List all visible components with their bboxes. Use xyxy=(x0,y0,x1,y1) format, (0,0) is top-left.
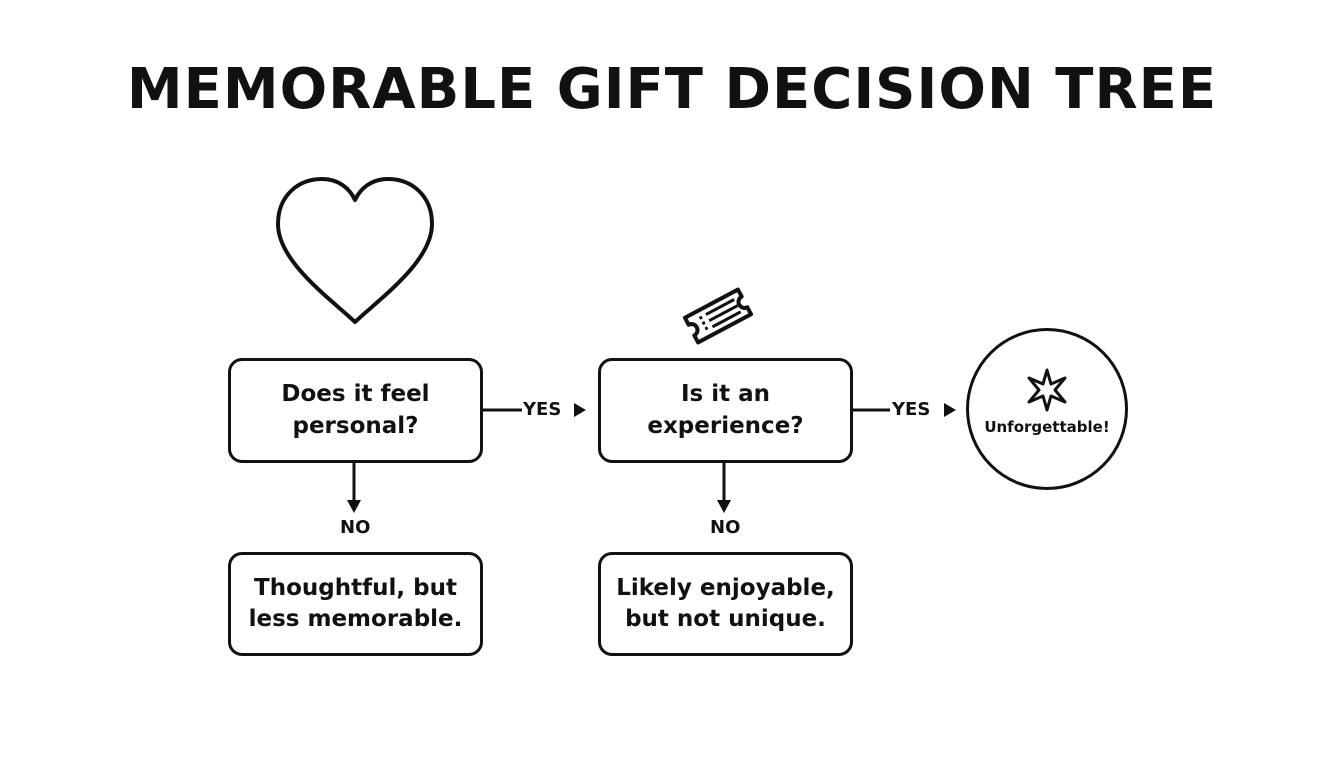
outcome-less-memorable-node: Thoughtful, but less memorable. xyxy=(228,552,483,656)
edge-yes2-arrowhead xyxy=(944,403,956,417)
edge-no1-arrowhead xyxy=(347,500,361,513)
outcome-not-unique-node: Likely enjoyable, but not unique. xyxy=(598,552,853,656)
question-personal-node: Does it feel personal? xyxy=(228,358,483,463)
outcome-not-unique-label: Likely enjoyable, but not unique. xyxy=(616,574,835,632)
edge-yes1-label: YES xyxy=(523,399,562,420)
edge-no2-label: NO xyxy=(710,517,741,538)
ticket-icon xyxy=(682,287,754,345)
question-experience-node: Is it an experience? xyxy=(598,358,853,463)
edge-yes1-arrowhead xyxy=(574,403,586,417)
sparkle-icon xyxy=(1027,368,1067,412)
edge-no1-label: NO xyxy=(340,517,371,538)
question-personal-label: Does it feel personal? xyxy=(281,381,430,439)
edge-yes2-label: YES xyxy=(892,399,931,420)
heart-icon xyxy=(276,177,434,324)
result-unforgettable-node: Unforgettable! xyxy=(966,328,1128,490)
outcome-less-memorable-label: Thoughtful, but less memorable. xyxy=(248,574,463,632)
result-unforgettable-label: Unforgettable! xyxy=(984,418,1110,436)
page-title: MEMORABLE GIFT DECISION TREE xyxy=(126,57,1218,122)
edge-no2-arrowhead xyxy=(717,500,731,513)
question-experience-label: Is it an experience? xyxy=(647,381,804,439)
